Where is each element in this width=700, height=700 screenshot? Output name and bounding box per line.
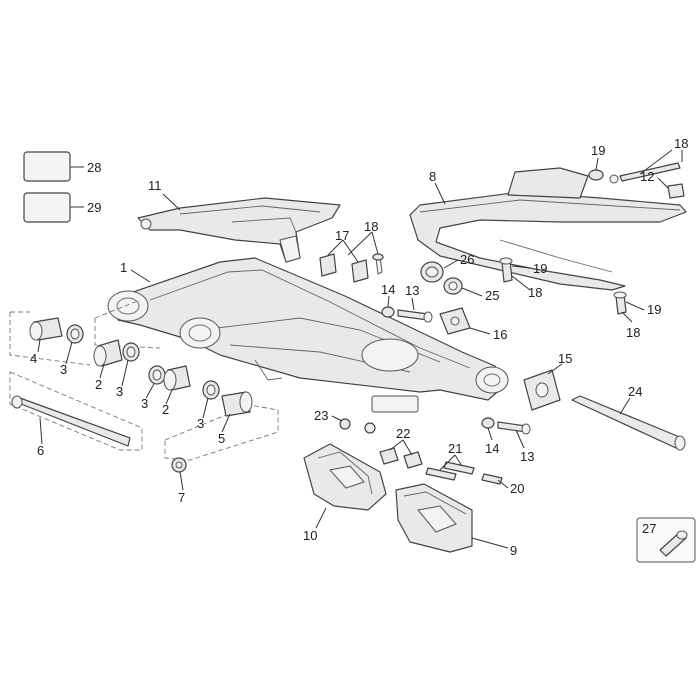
part-14-washer-upper: [381, 306, 395, 318]
callout-9: 9: [510, 543, 517, 558]
part-8-chain-slider: [409, 167, 687, 291]
callout-labels: 28 29 11 1 4 3 2 3 3 2 3 5 6 7 10 9 8 19…: [30, 136, 688, 558]
part-24-wheel-spindle: [571, 395, 686, 451]
callout-18-a: 18: [674, 136, 688, 151]
part-11-chain-guard: [137, 197, 341, 263]
part-14-washer-lower: [481, 417, 495, 429]
callout-11: 11: [148, 178, 162, 193]
part-21-bolt: [425, 461, 475, 481]
part-6-pivot-spindle: [11, 395, 131, 447]
part-19-bolt-top: [588, 169, 604, 181]
part-25-washer: [443, 277, 463, 295]
callout-19-b: 19: [533, 261, 547, 276]
part-5-sleeve: [221, 391, 253, 417]
callout-3-c: 3: [141, 396, 148, 411]
callout-19-c: 19: [647, 302, 661, 317]
callout-8: 8: [429, 169, 436, 184]
callout-16: 16: [493, 327, 507, 342]
callout-12: 12: [640, 169, 654, 184]
callout-5: 5: [218, 431, 225, 446]
callout-20: 20: [510, 481, 524, 496]
part-20-bolt: [481, 473, 503, 485]
part-19-bolt-right: [613, 291, 627, 315]
part-13-bolt-upper: [397, 309, 433, 323]
part-17-clip: [319, 253, 369, 283]
callout-18-b: 18: [364, 219, 378, 234]
callout-24: 24: [628, 384, 642, 399]
callout-17: 17: [335, 228, 349, 243]
callout-28: 28: [87, 160, 101, 175]
callout-18-c: 18: [528, 285, 542, 300]
part-3-seal-ring-a: [66, 324, 84, 344]
callout-21: 21: [448, 441, 462, 456]
part-3-seal-ring-d: [202, 380, 220, 400]
callout-3-a: 3: [60, 362, 67, 377]
part-1-swingarm: [107, 257, 509, 413]
callout-15: 15: [558, 351, 572, 366]
part-16-adjuster-plate: [439, 307, 471, 335]
callout-25: 25: [485, 288, 499, 303]
callout-13-b: 13: [520, 449, 534, 464]
callout-10: 10: [303, 528, 317, 543]
part-15-chain-block: [523, 369, 561, 411]
callout-19-a: 19: [591, 143, 605, 158]
part-7-washer: [171, 457, 187, 473]
part-26-bush: [420, 261, 444, 283]
callout-26: 26: [460, 252, 474, 267]
legend-box-28: [23, 151, 71, 182]
callout-4: 4: [30, 351, 37, 366]
callout-7: 7: [178, 490, 185, 505]
part-13-bolt-lower: [497, 421, 531, 435]
part-18-bolt-top: [609, 162, 681, 184]
part-27-kit: [636, 517, 696, 563]
part-18-screw-mid: [372, 253, 384, 275]
callout-3-d: 3: [197, 416, 204, 431]
part-3-seal-ring-b: [122, 342, 140, 362]
callout-6: 6: [37, 443, 44, 458]
left-guide-upper: [9, 311, 91, 366]
callout-27: 27: [642, 521, 656, 536]
left-guide-lower: [9, 371, 143, 451]
callout-13-a: 13: [405, 283, 419, 298]
callout-2-b: 2: [162, 402, 169, 417]
part-3-seal-ring-c: [148, 365, 166, 385]
part-2-bearing-b: [163, 365, 191, 391]
part-23-washer: [339, 418, 376, 434]
callout-29: 29: [87, 200, 101, 215]
callout-22: 22: [396, 426, 410, 441]
part-19-bolt-mid: [499, 257, 513, 283]
legend-box-29: [23, 192, 71, 223]
mid-guide: [94, 299, 161, 349]
callout-14-b: 14: [485, 441, 499, 456]
callout-14-a: 14: [381, 282, 395, 297]
part-9-guide-plate: [395, 483, 473, 553]
part-10-chain-guide: [303, 443, 387, 511]
callout-3-b: 3: [116, 384, 123, 399]
callout-2-a: 2: [95, 377, 102, 392]
callout-18-d: 18: [626, 325, 640, 340]
part-12-nut: [667, 183, 685, 199]
part-4-bushing: [29, 317, 63, 341]
callout-23: 23: [314, 408, 328, 423]
callout-1: 1: [120, 260, 127, 275]
part-22-spacer: [379, 447, 423, 469]
part-2-bearing-a: [93, 339, 123, 367]
